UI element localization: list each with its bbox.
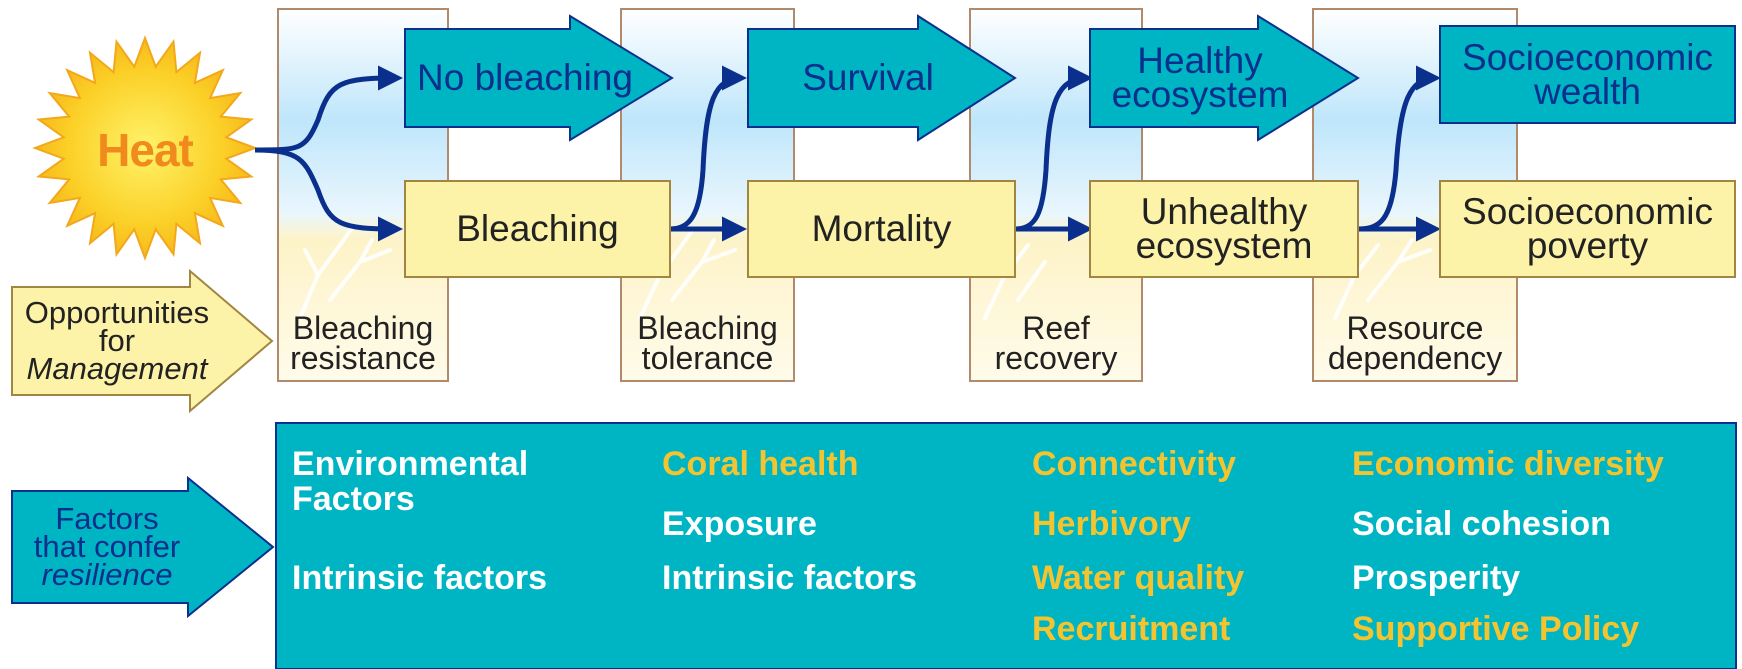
stage-label-reef-recovery: Reef recovery	[970, 310, 1142, 376]
socioeconomic-poverty-label: Socioeconomic poverty	[1440, 181, 1735, 277]
stage-label-line: dependency	[1327, 340, 1503, 376]
socioeconomic-poverty-line-1: Socioeconomic	[1462, 191, 1713, 232]
unhealthy-ecosystem-line-1: Unhealthy	[1140, 191, 1308, 232]
connector-heat-no-bleaching	[254, 65, 403, 153]
stage-label-resource-dependency: Resource dependency	[1313, 310, 1517, 376]
socioeconomic-wealth-box	[1439, 25, 1736, 124]
flow-connectors	[254, 65, 1441, 242]
stage-label-line: resistance	[290, 340, 436, 376]
factor-factors: Factors	[292, 480, 415, 518]
mortality-label: Mortality	[811, 208, 952, 249]
unhealthy-ecosystem-label: Unhealthy ecosystem	[1090, 181, 1358, 277]
stage-label-line: tolerance	[641, 340, 774, 376]
socioeconomic-wealth-label: Socioeconomic wealth	[1440, 26, 1735, 123]
resilience-line-1: Factors	[55, 501, 159, 536]
heat-label: Heat	[97, 124, 194, 176]
factor-connectivity: Connectivity	[1032, 445, 1237, 483]
stage-label-bleaching-tolerance: Bleaching tolerance	[621, 310, 794, 376]
socioeconomic-poverty-box	[1439, 180, 1736, 278]
opportunities-line-3: Management	[26, 351, 208, 386]
healthy-ecosystem-arrow	[1089, 14, 1360, 142]
stage-label-bleaching-resistance: Bleaching resistance	[278, 310, 448, 376]
factor-intrinsic-2: Intrinsic factors	[662, 559, 918, 597]
opportunities-line-1: Opportunities	[24, 295, 210, 330]
no-bleaching-arrow	[404, 14, 674, 142]
resilience-label: Factors that confer resilience	[12, 494, 202, 600]
factor-coral-health: Coral health	[662, 445, 859, 483]
resilience-line-2: that confer	[33, 529, 181, 564]
opportunities-label: Opportunities for Management	[12, 290, 222, 392]
no-bleaching-label: No bleaching	[417, 57, 633, 98]
connector-unhealthy-wealth	[1357, 65, 1441, 232]
survival-label: Survival	[802, 57, 934, 98]
factor-intrinsic-1: Intrinsic factors	[292, 559, 548, 597]
healthy-ecosystem-line-1: Healthy	[1137, 40, 1263, 81]
factor-economic-diversity: Economic diversity	[1352, 445, 1664, 483]
factor-herbivory: Herbivory	[1032, 505, 1191, 543]
unhealthy-ecosystem-line-2: ecosystem	[1135, 225, 1313, 266]
stage-label-line: Bleaching	[637, 310, 778, 346]
survival-arrow	[747, 14, 1017, 142]
factor-water-quality: Water quality	[1032, 559, 1245, 597]
factor-prosperity: Prosperity	[1352, 559, 1521, 597]
bleaching-label: Bleaching	[456, 208, 619, 249]
factor-exposure: Exposure	[662, 505, 817, 543]
stage-label-line: Resource	[1346, 310, 1484, 346]
factor-environmental: Environmental	[292, 445, 529, 483]
socioeconomic-poverty-line-2: poverty	[1526, 225, 1649, 266]
factors-panel	[275, 422, 1737, 669]
stage-label-line: recovery	[994, 340, 1118, 376]
unhealthy-ecosystem-box	[1089, 180, 1359, 278]
connector-mortality-healthy	[1014, 65, 1093, 232]
socioeconomic-wealth-line-1: Socioeconomic	[1462, 36, 1713, 78]
connector-heat-bleaching	[254, 147, 403, 242]
opportunities-line-2: for	[98, 323, 136, 358]
resilience-arrow	[11, 475, 275, 619]
stage-label-line: Bleaching	[292, 310, 434, 346]
factor-social-cohesion: Social cohesion	[1352, 505, 1611, 543]
socioeconomic-wealth-line-2: wealth	[1534, 70, 1641, 112]
healthy-ecosystem-line-2: ecosystem	[1111, 74, 1289, 115]
bleaching-box	[404, 180, 671, 278]
healthy-ecosystem-label: Healthy ecosystem	[1090, 29, 1310, 127]
stage-label-line: Reef	[1022, 310, 1090, 346]
opportunities-arrow	[11, 268, 274, 414]
factor-recruitment: Recruitment	[1032, 610, 1231, 648]
sun-icon	[32, 35, 258, 261]
mortality-box	[747, 180, 1016, 278]
factor-supportive-policy: Supportive Policy	[1352, 610, 1640, 648]
connector-bleaching-survival	[669, 65, 747, 232]
resilience-line-3: resilience	[41, 557, 173, 592]
